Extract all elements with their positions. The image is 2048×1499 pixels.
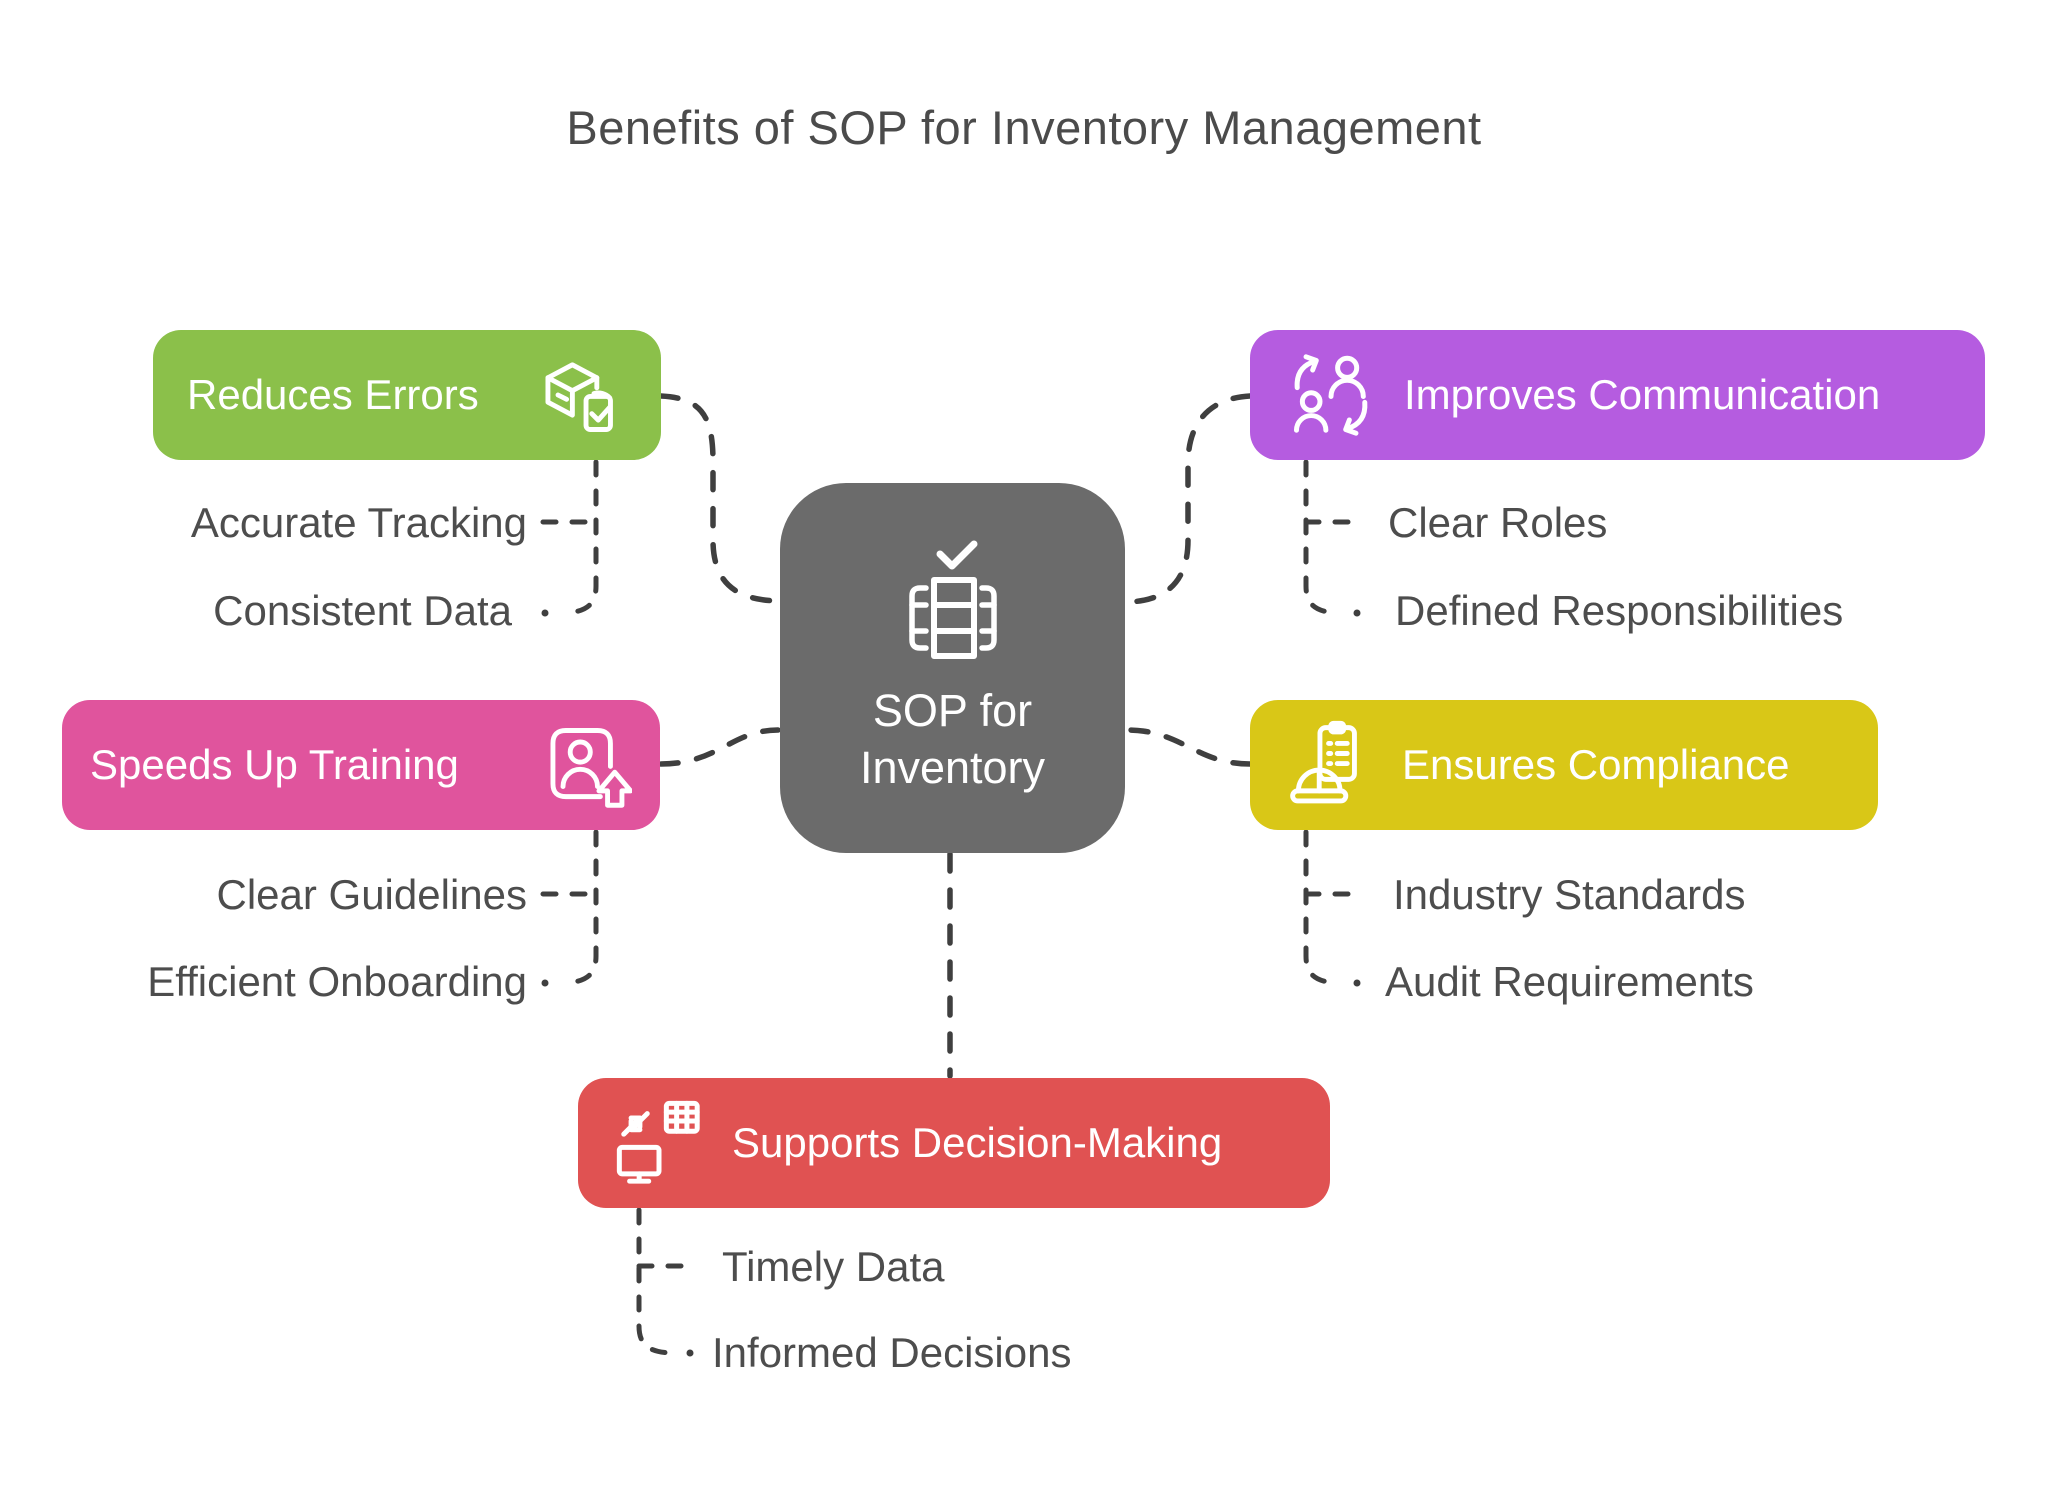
branch-label: Ensures Compliance [1402, 741, 1790, 788]
connector-reduces-errors-to-center [658, 393, 781, 604]
leafline-dot [541, 609, 549, 617]
leaf-audit-requirements: Audit Requirements [1385, 958, 1754, 1005]
leafline-dot [1353, 979, 1361, 987]
leaf-efficient-onboarding: Efficient Onboarding [147, 958, 527, 1005]
inventory-rack-check-icon [908, 540, 997, 659]
leafline-dot [686, 1349, 694, 1357]
connector-improves-communication-to-center [1124, 393, 1253, 605]
leaf-consistent-data: Consistent Data [213, 587, 512, 634]
package-scan-check-icon [545, 362, 613, 432]
leafline-reduces-errors-vertical [561, 459, 599, 616]
leaf-informed-decisions: Informed Decisions [712, 1329, 1072, 1376]
branch-box-reduces-errors: Reduces Errors [153, 330, 661, 460]
leaf-accurate-tracking: Accurate Tracking [190, 499, 527, 546]
hardhat-clipboard-icon [1290, 720, 1357, 804]
people-exchange-icon [1293, 354, 1368, 436]
branch-label: Reduces Errors [187, 371, 479, 418]
monitor-data-sync-icon [616, 1100, 700, 1184]
branch-box-supports-decision-making: Supports Decision-Making [578, 1078, 1330, 1208]
leafline-speeds-up-training-vertical [561, 829, 599, 986]
branch-box-improves-communication: Improves Communication [1250, 330, 1985, 460]
leafline-improves-communication-vertical [1303, 459, 1341, 616]
leafline-dot [541, 979, 549, 987]
branch-box-speeds-up-training: Speeds Up Training [62, 700, 660, 830]
leafline-dot [1353, 609, 1361, 617]
trainee-badge-up-icon [550, 728, 632, 808]
leaf-clear-guidelines: Clear Guidelines [216, 871, 528, 918]
connector-ensures-compliance-to-center [1124, 727, 1253, 767]
connector-speeds-up-training-to-center [658, 727, 781, 767]
branch-label: Supports Decision-Making [732, 1119, 1223, 1166]
page-title: Benefits of SOP for Inventory Management [566, 101, 1482, 154]
center-node-sop-for-inventory: SOP for Inventory [780, 483, 1125, 853]
branch-box-ensures-compliance: Ensures Compliance [1250, 700, 1878, 830]
leaf-industry-standards: Industry Standards [1393, 871, 1746, 918]
leaf-clear-roles: Clear Roles [1388, 499, 1608, 546]
branch-label: Improves Communication [1404, 371, 1881, 418]
branch-label: Speeds Up Training [90, 741, 459, 788]
center-node-label: SOP for Inventory [859, 684, 1046, 793]
leafline-supports-decision-making-vertical [636, 1207, 674, 1356]
leaf-defined-responsibilities: Defined Responsibilities [1395, 587, 1844, 634]
leaf-timely-data: Timely Data [722, 1243, 945, 1290]
leafline-ensures-compliance-vertical [1303, 829, 1341, 986]
